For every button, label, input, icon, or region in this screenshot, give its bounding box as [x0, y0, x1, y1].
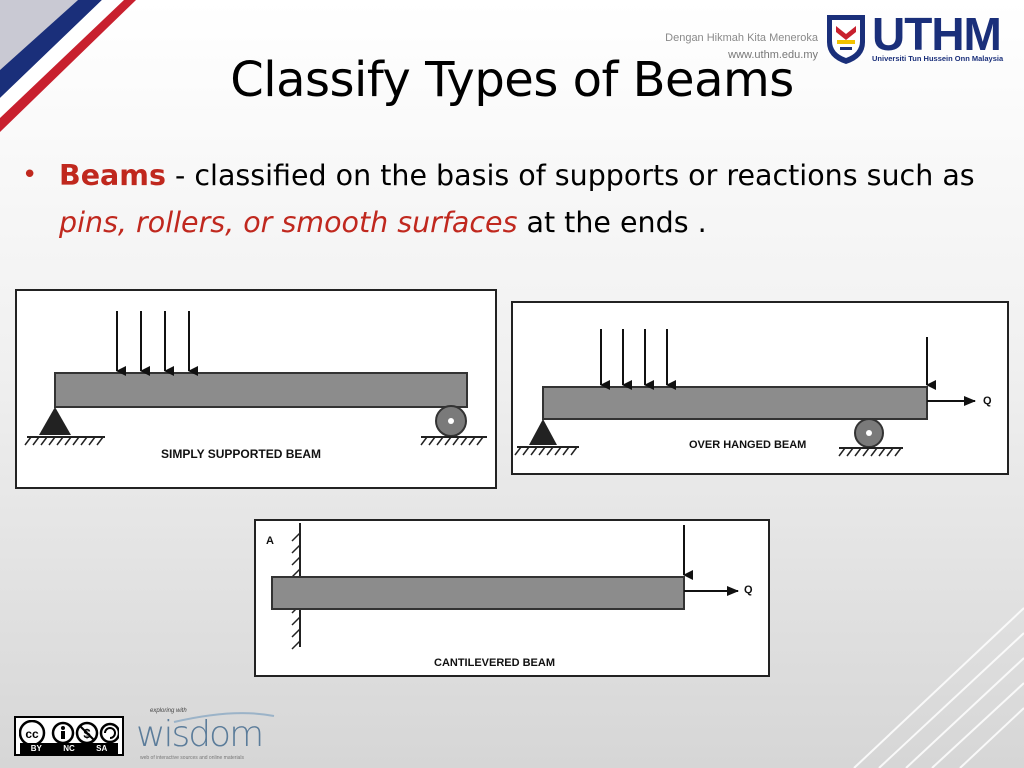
beam-body [542, 386, 928, 420]
uthm-logo: UTHM Universiti Tun Hussein Onn Malaysia [824, 8, 1016, 68]
cantilevered-beam-label: CANTILEVERED BEAM [434, 657, 556, 669]
bullet-text: Beams - classified on the basis of suppo… [59, 152, 982, 246]
cantilevered-beam-drawing [271, 523, 739, 650]
website-url: www.uthm.edu.my [728, 49, 818, 61]
slide-title: Classify Types of Beams [230, 52, 794, 108]
wisdom-swoosh-icon [173, 712, 275, 723]
simply-supported-beam-label: SIMPLY SUPPORTED BEAM [161, 447, 322, 461]
logo-wordmark: UTHM [872, 8, 1002, 60]
wisdom-small-text: exploring with [150, 708, 187, 714]
cantilevered-beam-diagram: A Q CANTILEVERED BEAM [254, 519, 770, 677]
force-label-q: Q [744, 584, 753, 596]
beam-body [271, 576, 685, 610]
bullet-term: Beams [59, 159, 166, 192]
corner-lines-decoration [853, 607, 1024, 768]
uthm-shield-icon [827, 15, 865, 64]
cc-license-icons: cc $ [19, 720, 119, 746]
cc-label-by: BY [30, 744, 42, 753]
cc-label-sa: SA [96, 744, 108, 753]
corner-stripes-decoration [0, 0, 136, 132]
cc-label-nc: NC [63, 744, 75, 753]
wisdom-wordmark: wisdom [136, 714, 264, 755]
pin-support-icon [39, 407, 71, 435]
wisdom-logo: exploring with wisdom web of interactive… [134, 708, 284, 764]
bullet-emphasis: pins, rollers, or smooth surfaces [59, 206, 518, 239]
over-hanged-beam-diagram: Q OVER HANGED BEAM [511, 301, 1009, 475]
beam-body [54, 372, 468, 408]
logo-subtitle: Universiti Tun Hussein Onn Malaysia [872, 54, 1004, 63]
wall-label-a: A [266, 535, 274, 547]
tagline-text: Dengan Hikmah Kita Meneroka [665, 32, 818, 44]
header-tagline: Dengan Hikmah Kita Meneroka www.uthm.edu… [650, 30, 818, 64]
svg-text:cc: cc [25, 727, 39, 741]
bullet-point: • Beams - classified on the basis of sup… [22, 152, 982, 246]
bullet-text-part-1: - classified on the basis of supports or… [165, 159, 975, 192]
over-hanged-beam-drawing [514, 329, 976, 457]
simply-supported-beam-drawing [24, 311, 487, 446]
wisdom-tagline: web of interactive sources and online ma… [140, 755, 244, 761]
bullet-text-part-2: at the ends . [517, 206, 707, 239]
creative-commons-badge: cc $ BY NC SA [14, 716, 124, 756]
cc-labels: BY NC SA [20, 743, 118, 754]
force-label-q: Q [983, 395, 992, 407]
pin-support-icon [529, 419, 557, 445]
bullet-dot-icon: • [22, 160, 38, 190]
simply-supported-beam-diagram: SIMPLY SUPPORTED BEAM [15, 289, 497, 489]
over-hanged-beam-label: OVER HANGED BEAM [689, 439, 807, 451]
